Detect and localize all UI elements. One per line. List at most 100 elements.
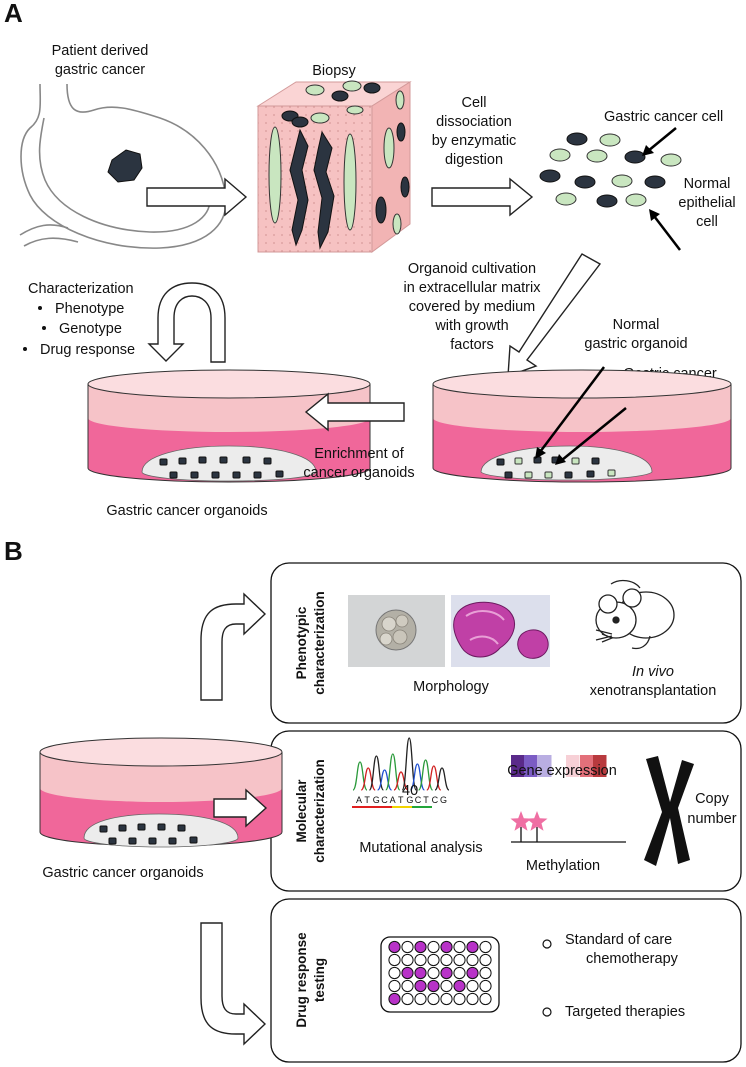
- morphology-brightfield-image: [348, 595, 445, 667]
- well: [427, 940, 440, 954]
- invivo-label: In vivo: [632, 664, 674, 680]
- well: [453, 953, 466, 967]
- chromatogram-peak: [434, 767, 450, 791]
- curved-arrow-icon: [147, 282, 226, 363]
- mouse-icon: [595, 579, 675, 650]
- well: [388, 992, 401, 1006]
- biopsy-label: Biopsy: [312, 63, 356, 79]
- well: [388, 953, 401, 967]
- option-radio-2: [542, 1007, 552, 1017]
- targeted-label: Targeted therapies: [565, 1004, 685, 1020]
- sequence-position-label: 40: [402, 783, 418, 799]
- well: [414, 940, 427, 954]
- well: [453, 979, 466, 993]
- chromatogram-peak: [409, 763, 426, 791]
- expression-cell: [511, 755, 525, 777]
- well: [388, 940, 401, 954]
- well: [479, 979, 492, 993]
- characterization-item-drug: Drug response: [40, 342, 135, 358]
- copy-number-1: Copy: [695, 791, 730, 807]
- chromatogram-peak: [360, 767, 376, 791]
- chemo-label-2: chemotherapy: [586, 951, 679, 967]
- arrow-to-biopsy: [146, 177, 248, 217]
- tumor-icon: [107, 149, 143, 183]
- dissociation-4: digestion: [445, 152, 503, 168]
- drug-box: [270, 898, 742, 1063]
- patient-label-2: gastric cancer: [55, 62, 145, 78]
- biopsy-cube-icon: [256, 80, 412, 253]
- well: [453, 940, 466, 954]
- well: [388, 966, 401, 980]
- well: [479, 953, 492, 967]
- well: [466, 940, 479, 954]
- panel-b-label: B: [4, 536, 23, 566]
- well: [466, 966, 479, 980]
- characterization-item-phenotype: Phenotype: [55, 301, 124, 317]
- petri-dish-icon: [87, 369, 371, 483]
- copy-number-2: number: [687, 811, 736, 827]
- characterization-item-genotype: Genotype: [59, 321, 122, 337]
- well: [453, 966, 466, 980]
- well: [440, 992, 453, 1006]
- dissociated-cells: [539, 132, 682, 208]
- cultivation-3: covered by medium: [409, 299, 536, 315]
- expression-cell: [566, 755, 580, 777]
- sequence-letter: T: [423, 795, 429, 805]
- well: [427, 966, 440, 980]
- enrichment-1: Enrichment of: [314, 446, 404, 462]
- cultivation-1: Organoid cultivation: [408, 261, 536, 277]
- expression-heatmap-icon: [511, 755, 607, 777]
- molecular-title-2: characterization: [312, 759, 327, 863]
- phenotypic-title-2: characterization: [312, 591, 327, 695]
- dissociation-3: by enzymatic: [432, 133, 517, 149]
- stomach-icon: [19, 83, 227, 249]
- well-plate-icon: [380, 936, 500, 1013]
- cultivation-2: in extracellular matrix: [404, 280, 542, 296]
- phenotypic-title-1: Phenotypic: [294, 606, 309, 679]
- normal-organoid-1: Normal: [613, 317, 660, 333]
- well: [401, 992, 414, 1006]
- well: [466, 953, 479, 967]
- well: [414, 966, 427, 980]
- normal-organoid-2: gastric organoid: [584, 336, 687, 352]
- well: [401, 953, 414, 967]
- dissociation-2: dissociation: [436, 114, 512, 130]
- methylation-star-icon: [510, 811, 626, 843]
- well: [427, 953, 440, 967]
- well: [427, 979, 440, 993]
- well: [401, 940, 414, 954]
- methylation-label: Methylation: [526, 858, 600, 874]
- well: [466, 979, 479, 993]
- pointer-cancer-cell: [647, 127, 677, 152]
- well: [466, 992, 479, 1006]
- enrichment-2: cancer organoids: [303, 465, 414, 481]
- sequence-letter: G: [406, 795, 413, 805]
- molecular-title-1: Molecular: [294, 779, 309, 843]
- arrow-to-drug: [200, 922, 267, 1046]
- sequence-letter: C: [381, 795, 388, 805]
- well: [440, 966, 453, 980]
- well: [479, 940, 492, 954]
- drug-title-1: Drug response: [294, 932, 309, 1028]
- expression-cell: [593, 755, 607, 777]
- panel-a-label: A: [4, 0, 23, 28]
- expression-cell: [580, 755, 594, 777]
- organoids-label-a: Gastric cancer organoids: [106, 503, 267, 519]
- expression-cell: [538, 755, 552, 777]
- chromosome-icon: [644, 756, 694, 866]
- normal-cell-1: Normal: [684, 176, 731, 192]
- chemo-label-1: Standard of care: [565, 932, 672, 948]
- xenotransplantation-label: xenotransplantation: [590, 683, 717, 699]
- well: [388, 979, 401, 993]
- well: [440, 953, 453, 967]
- normal-cell-2: epithelial: [678, 195, 735, 211]
- sequence-letter: G: [373, 795, 380, 805]
- well: [401, 966, 414, 980]
- well: [414, 992, 427, 1006]
- chromatogram-peak: [393, 771, 409, 791]
- mutational-label: Mutational analysis: [359, 840, 482, 856]
- well: [440, 940, 453, 954]
- well: [414, 979, 427, 993]
- expression-cell: [524, 755, 538, 777]
